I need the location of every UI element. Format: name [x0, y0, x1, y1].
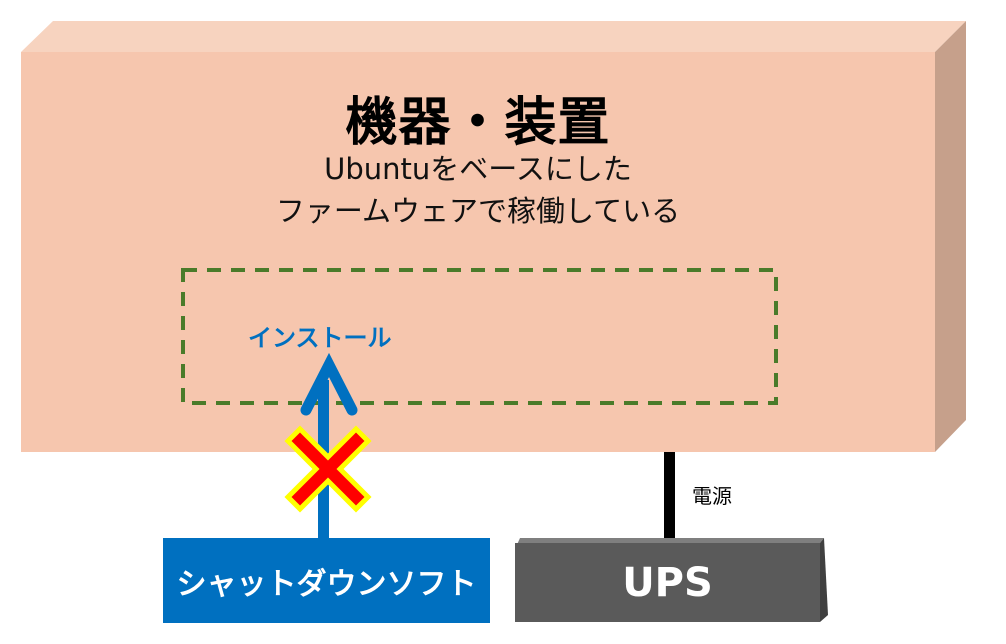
install-area-box: [181, 268, 778, 405]
shutdown-software-box: シャットダウンソフト: [163, 538, 490, 623]
device-description-line1: Ubuntuをベースにした: [324, 152, 632, 186]
device-top-face: [21, 21, 966, 52]
device-description-line2: ファームウェアで稼働している: [275, 194, 681, 228]
power-line: [664, 452, 675, 544]
ups-label-container: UPS: [515, 543, 820, 622]
ups-side-face: [820, 538, 828, 622]
ups-box: [515, 538, 828, 622]
power-label: 電源: [692, 484, 732, 508]
device-front-face: [21, 52, 935, 452]
shutdown-software-label: シャットダウンソフト: [176, 566, 477, 602]
ups-label: UPS: [622, 559, 713, 606]
device-description: Ubuntuをベースにした ファームウェアで稼働している: [21, 148, 935, 232]
device-box: [21, 21, 966, 452]
install-label: インストール: [248, 324, 392, 352]
ups-front-face: [515, 543, 820, 622]
red-x-icon: [284, 425, 372, 513]
device-title: 機器・装置: [345, 93, 611, 153]
device-side-face: [935, 21, 966, 452]
